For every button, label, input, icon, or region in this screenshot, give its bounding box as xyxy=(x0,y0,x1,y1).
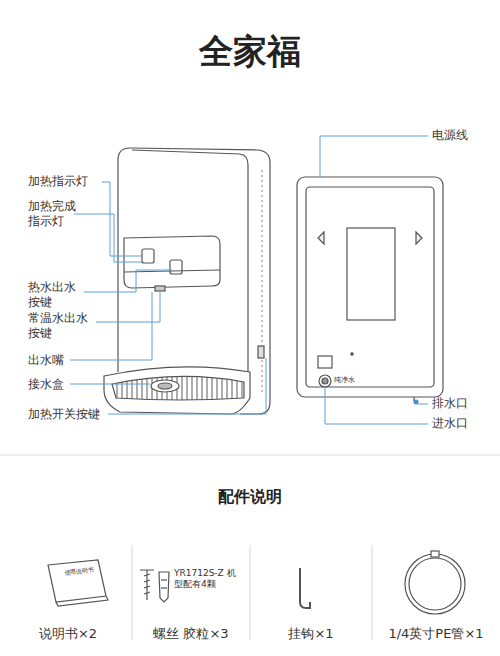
accessory-label: 挂钩×1 xyxy=(288,626,333,642)
page-title: 全家福 xyxy=(199,30,301,73)
accessory-label: 1/4英寸PE管×1 xyxy=(388,626,483,642)
callout-label: 进水口 xyxy=(432,416,468,431)
model-note: YR1712S-Z 机型配有4颗 xyxy=(174,568,236,590)
port-label: 纯净水 xyxy=(334,377,355,384)
callout-label: 电源线 xyxy=(432,128,468,143)
callout-label: 接水盒 xyxy=(28,377,64,392)
callout-label: 排水口 xyxy=(432,396,468,411)
accessory-label: 螺丝 胶粒×3 xyxy=(153,626,228,642)
callout-label: 加热开关按键 xyxy=(28,407,114,422)
callout-label: 加热指示灯 xyxy=(28,174,104,189)
callout-label: 出水嘴 xyxy=(28,353,64,368)
accessory-label: 说明书×2 xyxy=(39,626,97,642)
callout-label: 热水出水 按键 xyxy=(28,280,80,310)
section-title: 配件说明 xyxy=(218,487,282,507)
callout-label: 加热完成 指示灯 xyxy=(28,199,80,229)
callout-label: 常温水出水 按键 xyxy=(28,311,94,341)
